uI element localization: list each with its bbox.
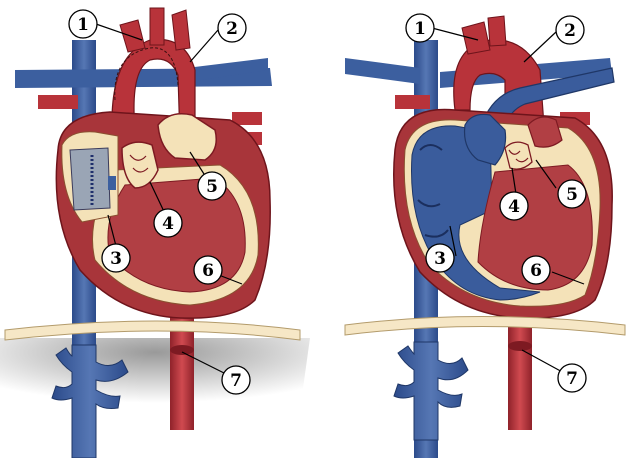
right-callout-4: 4 [499, 191, 529, 221]
left-callout-7: 7 [221, 365, 251, 395]
right-heart-panel [344, 15, 626, 458]
left-atrial-patch [69, 147, 111, 211]
left-callout-6: 6 [193, 255, 223, 285]
left-pulmonary-valve [157, 113, 217, 161]
right-pulmonary-band [345, 58, 420, 84]
right-callout-5: 5 [557, 179, 587, 209]
left-aorta-top-cap [170, 345, 194, 355]
svg-text:5: 5 [566, 185, 578, 205]
left-heart-panel [0, 7, 310, 458]
left-vessel-stub-2 [232, 112, 262, 125]
svg-text:2: 2 [226, 19, 238, 39]
right-leader-lines [431, 27, 585, 375]
right-callout-6: 6 [521, 255, 551, 285]
right-valve-1 [504, 141, 533, 170]
svg-text:5: 5 [206, 177, 218, 197]
left-suture-line [114, 47, 179, 101]
left-callout-5: 5 [197, 171, 227, 201]
left-callout-2: 2 [217, 13, 247, 43]
right-vessel-stub-1 [395, 95, 430, 109]
right-diaphragm [344, 316, 626, 336]
svg-text:4: 4 [162, 214, 174, 234]
right-callout-3: 3 [425, 243, 455, 273]
svg-text:3: 3 [110, 249, 122, 269]
right-lower-vein-branch [393, 341, 469, 441]
right-carotid [487, 15, 507, 47]
right-brachiocephalic [461, 21, 491, 55]
left-shadow [0, 338, 310, 410]
svg-text:7: 7 [230, 371, 242, 391]
right-aorta-top-cap [508, 341, 532, 351]
right-callout-1: 1 [405, 13, 435, 43]
right-callout-7: 7 [557, 363, 587, 393]
right-trabeculae [417, 144, 449, 238]
left-brachiocephalic [119, 19, 146, 53]
left-patch-blue-spot [108, 176, 116, 190]
left-diaphragm [4, 320, 301, 341]
right-callout-2: 2 [555, 15, 585, 45]
left-valve-leaflet [129, 154, 149, 173]
left-subclavian [171, 9, 191, 51]
svg-text:2: 2 [564, 21, 576, 41]
svg-text:1: 1 [414, 19, 426, 39]
left-callout-4: 4 [153, 208, 183, 238]
right-valve-2 [527, 116, 563, 148]
svg-text:6: 6 [530, 261, 542, 281]
svg-text:3: 3 [434, 249, 446, 269]
left-carotid [149, 7, 165, 46]
right-blue-outflow [463, 113, 507, 166]
svg-text:4: 4 [508, 197, 520, 217]
left-lower-vein-branch [51, 344, 129, 458]
svg-text:7: 7 [566, 369, 578, 389]
svg-text:1: 1 [77, 15, 89, 35]
left-vessel-stub-1 [38, 95, 78, 109]
left-callout-1: 1 [68, 9, 98, 39]
svg-text:6: 6 [202, 261, 214, 281]
left-callout-3: 3 [101, 243, 131, 273]
right-valve-leaflets [508, 149, 529, 163]
